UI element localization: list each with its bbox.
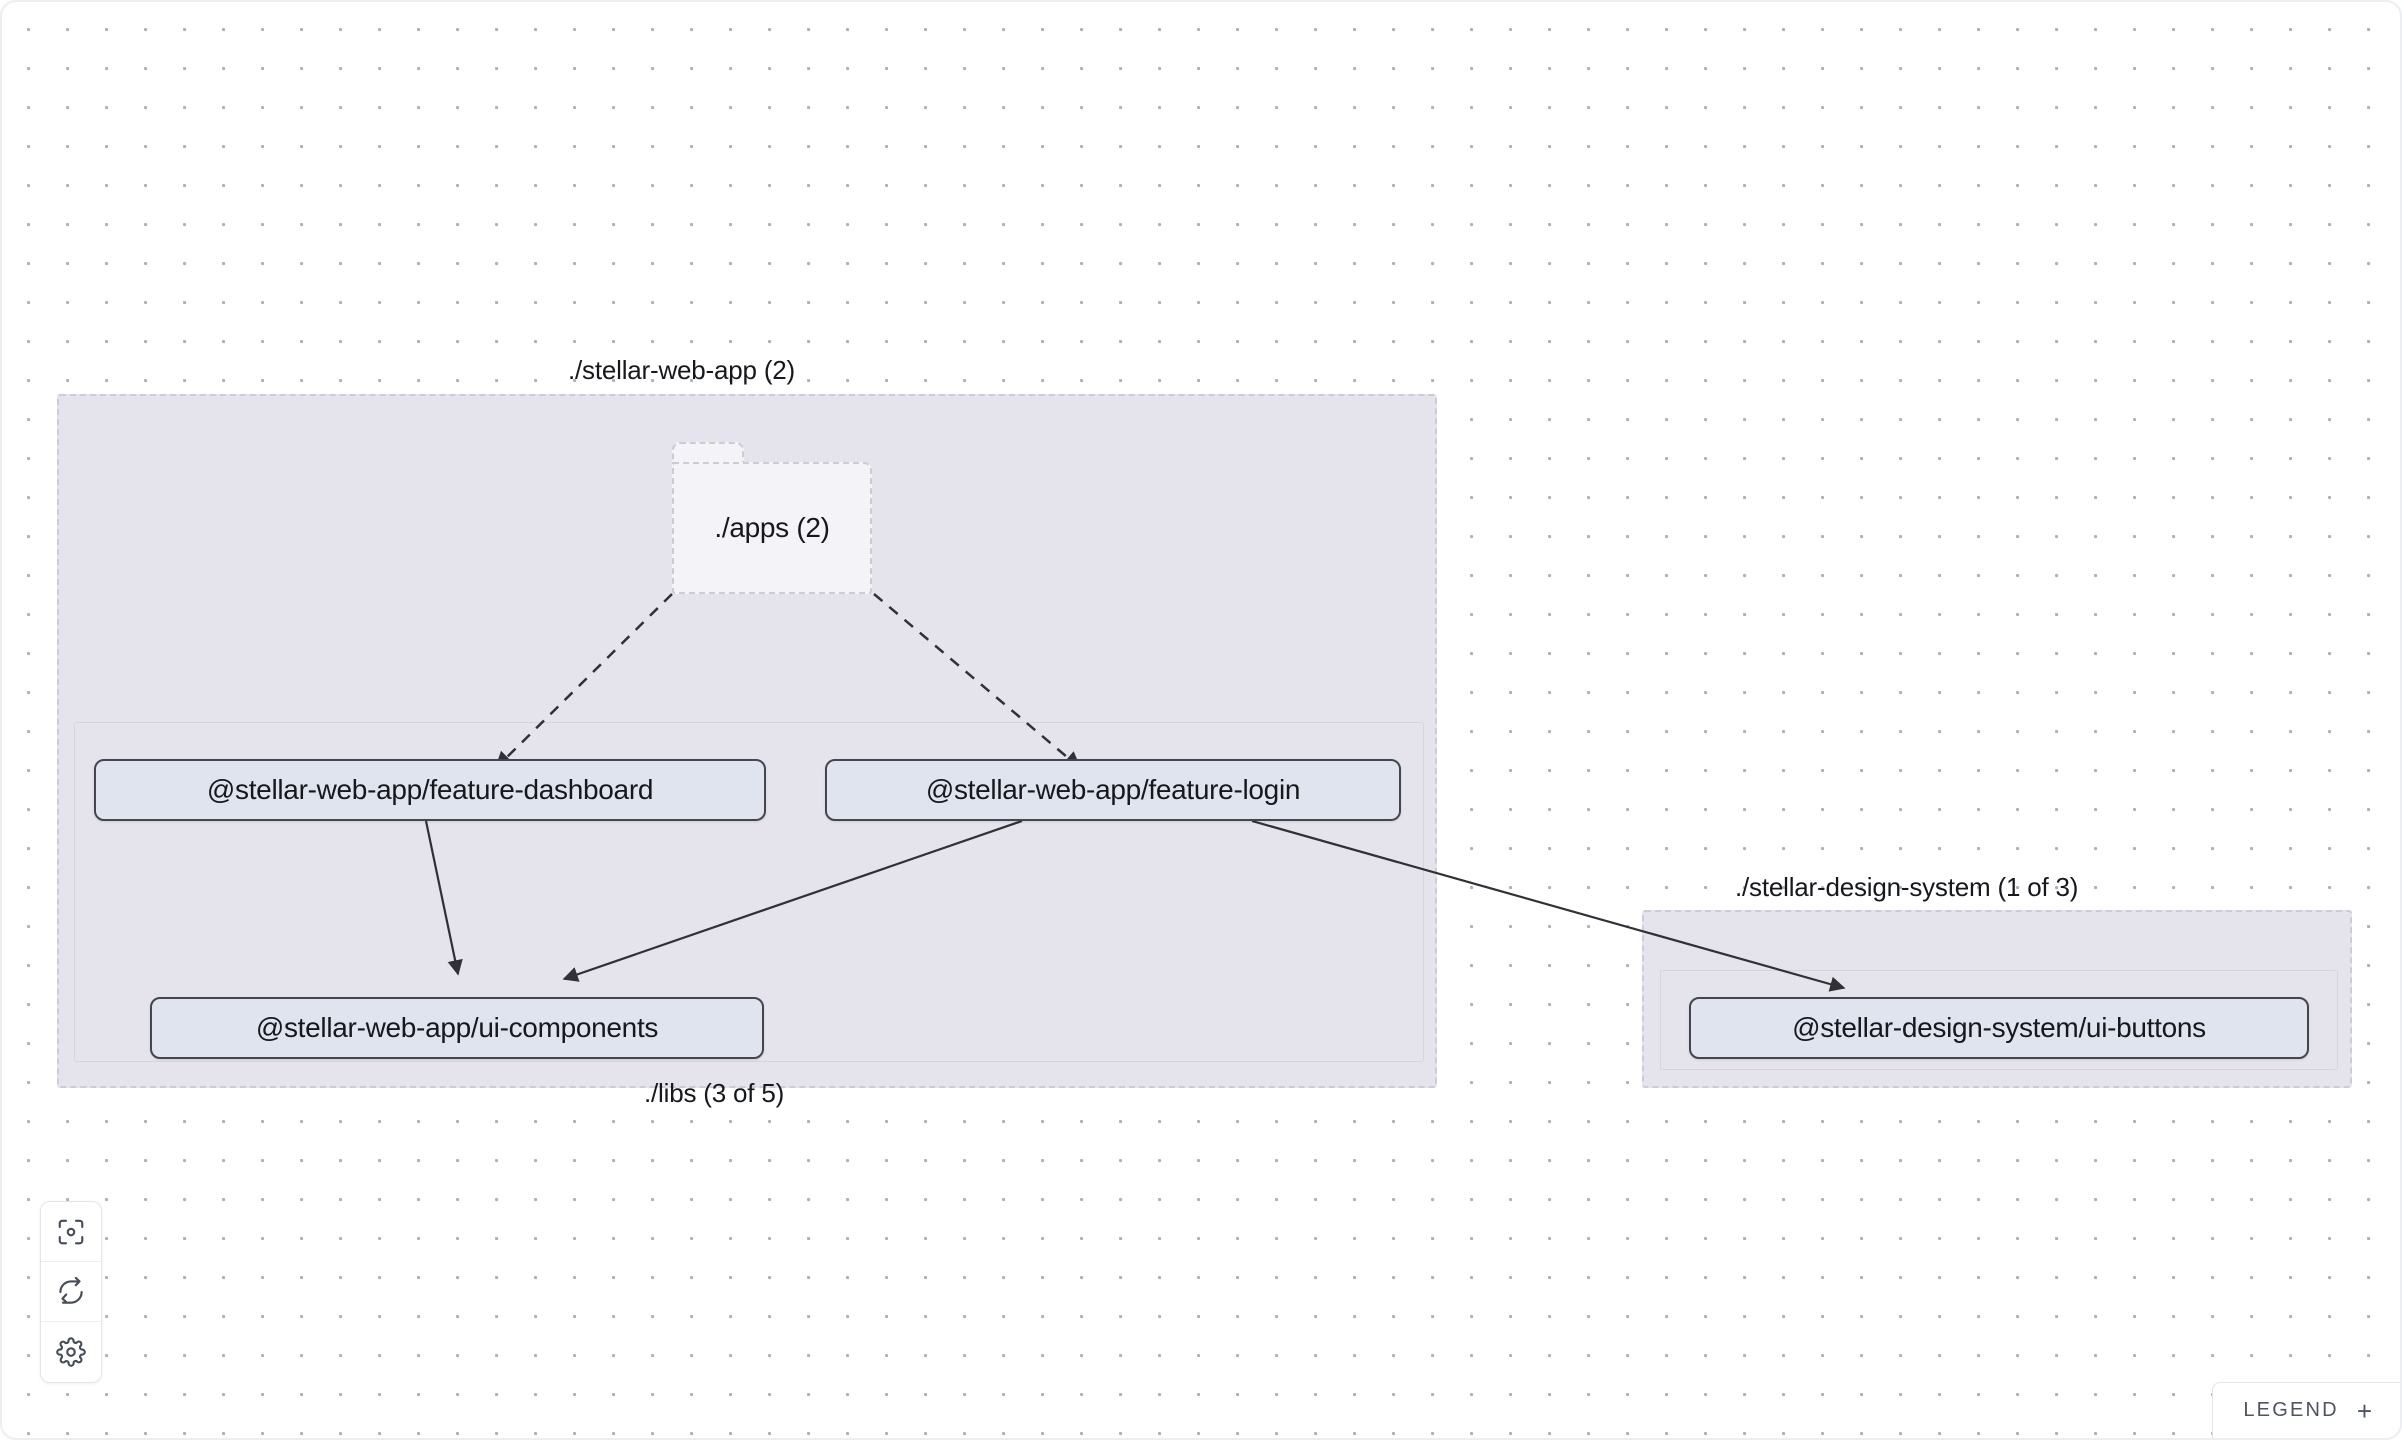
group-label-stellar-design-system: ./stellar-design-system (1 of 3) — [1735, 872, 2079, 902]
node-ui-buttons[interactable]: @stellar-design-system/ui-buttons — [1689, 997, 2309, 1059]
legend-toggle[interactable]: LEGEND + — [2212, 1382, 2400, 1438]
group-label-stellar-web-app: ./stellar-web-app (2) — [568, 355, 795, 385]
legend-label: LEGEND — [2243, 1399, 2339, 1421]
node-feature-dashboard-label: @stellar-web-app/feature-dashboard — [206, 774, 654, 805]
node-ui-buttons-label: @stellar-design-system/ui-buttons — [1792, 1012, 2206, 1043]
folder-node-apps-label: ./apps (2) — [714, 512, 830, 543]
node-feature-login[interactable]: @stellar-web-app/feature-login — [825, 759, 1401, 821]
refresh-button[interactable] — [41, 1262, 101, 1322]
canvas-controls[interactable] — [40, 1201, 102, 1383]
legend-expand-icon: + — [2356, 1395, 2372, 1426]
focus-graph-button[interactable] — [41, 1202, 101, 1262]
node-feature-dashboard[interactable]: @stellar-web-app/feature-dashboard — [94, 759, 766, 821]
folder-tab-icon — [672, 442, 744, 464]
folder-body: ./apps (2) — [672, 462, 872, 594]
node-ui-components-label: @stellar-web-app/ui-components — [255, 1012, 659, 1043]
focus-target-icon — [56, 1217, 86, 1247]
group-label-libs-web-app: ./libs (3 of 5) — [644, 1078, 785, 1108]
gear-icon — [56, 1337, 86, 1367]
node-ui-components[interactable]: @stellar-web-app/ui-components — [150, 997, 764, 1059]
folder-node-apps[interactable]: ./apps (2) — [672, 442, 872, 594]
refresh-icon — [56, 1276, 86, 1307]
settings-button[interactable] — [41, 1322, 101, 1382]
node-feature-login-label: @stellar-web-app/feature-login — [925, 774, 1301, 805]
